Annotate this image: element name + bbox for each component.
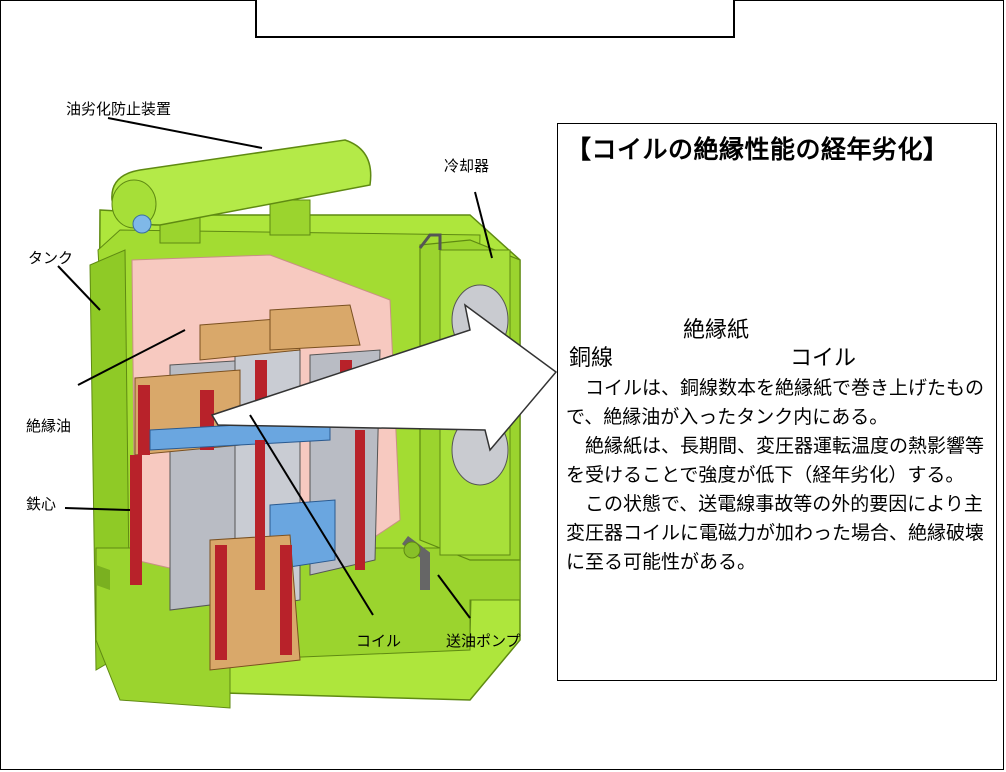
paragraph: 絶縁紙は、長期間、変圧器運転温度の熱影響等を受けることで強度が低下（経年劣化）す…: [566, 435, 985, 486]
panel-description: コイルは、銅線数本を絶縁紙で巻き上げたもので、絶縁油が入ったタンク内にある。 絶…: [566, 374, 992, 577]
label-coil-detail: コイル: [790, 346, 857, 371]
paragraph: コイルは、銅線数本を絶縁紙で巻き上げたもので、絶縁油が入ったタンク内にある。: [566, 377, 985, 428]
label-insulating-paper: 絶縁紙: [683, 318, 750, 343]
label-insulating-oil: 絶縁油: [26, 417, 72, 435]
label-coil: コイル: [356, 632, 402, 650]
label-iron-core: 鉄心: [26, 495, 57, 513]
top-title-box: [255, 0, 735, 38]
explanation-panel: [557, 123, 997, 681]
label-copper-wire: 銅線: [569, 346, 614, 371]
label-oil-deterioration-device: 油劣化防止装置: [66, 100, 172, 118]
label-oil-pump: 送油ポンプ: [446, 632, 521, 650]
paragraph: この状態で、送電線事故等の外的要因により主変圧器コイルに電磁力が加わった場合、絶…: [566, 493, 985, 573]
conservator-cylinder: [111, 139, 372, 244]
callout-arrow: [210, 303, 558, 452]
label-cooler: 冷却器: [444, 157, 490, 175]
label-tank: タンク: [28, 249, 74, 267]
leader-lines: [57, 117, 493, 619]
panel-title: 【コイルの絶縁性能の経年劣化】: [566, 135, 949, 164]
